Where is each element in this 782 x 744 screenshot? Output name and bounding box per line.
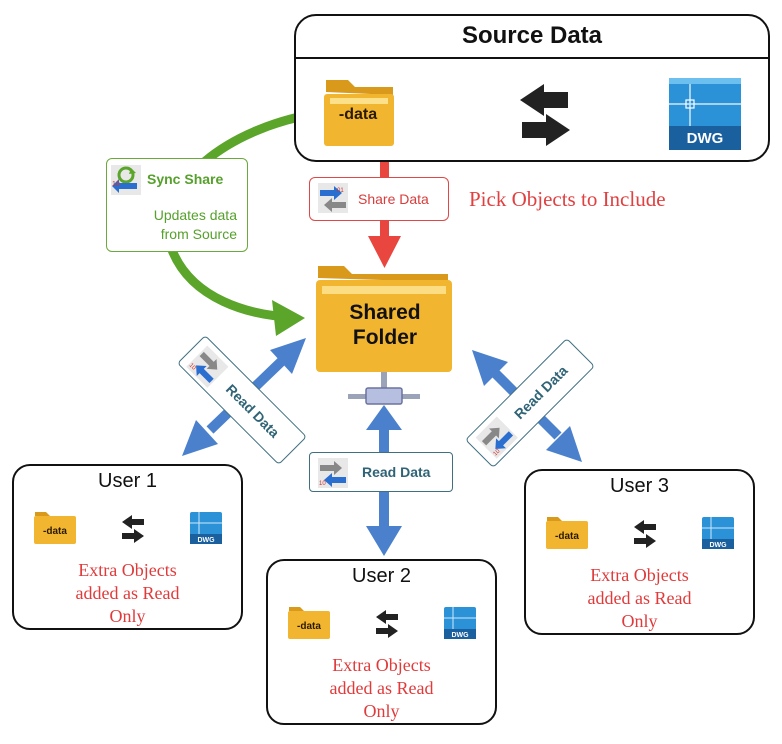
- shared-folder-label: Shared Folder: [349, 301, 421, 349]
- user-3-title: User 3: [610, 475, 669, 497]
- user-1-note: Extra Objects added as Read Only: [75, 560, 180, 626]
- share-data-label: Share Data: [358, 191, 429, 207]
- svg-text:10: 10: [493, 448, 502, 457]
- user-1-folder-icon: [34, 512, 76, 544]
- user-3-folder-label: -data: [555, 531, 579, 542]
- read-data-label-center: Read Data: [362, 464, 431, 480]
- sync-share-description: Updates data from Source: [153, 207, 237, 242]
- share-data-icon: 01: [318, 183, 348, 213]
- source-title-divider: [296, 57, 768, 59]
- user-3-folder-icon: [546, 517, 588, 549]
- user-1-box: User 1 -data DWG Extra Objects added as …: [12, 464, 243, 630]
- sync-share-icon: 10: [111, 165, 141, 195]
- user-3-note: Extra Objects added as Read Only: [587, 565, 692, 631]
- read-data-icon: 10: [318, 458, 348, 488]
- user-1-folder-label: -data: [43, 526, 67, 537]
- read-data-callout-right: 10 Read Data: [464, 337, 596, 469]
- user-2-title: User 2: [352, 565, 411, 587]
- user-3-icons: -data DWG: [546, 517, 734, 549]
- user-2-box: User 2 -data DWG Extra Objects added as …: [266, 559, 497, 725]
- user-1-icons: -data DWG: [34, 512, 222, 544]
- pick-objects-note: Pick Objects to Include: [469, 187, 666, 211]
- svg-text:10: 10: [188, 363, 197, 372]
- user-2-dwg-icon: [444, 607, 476, 639]
- user-3-box: User 3 -data DWG Extra Objects added as …: [524, 469, 755, 635]
- source-folder-text: -data: [338, 106, 378, 123]
- user-3-dwg-icon: [702, 517, 734, 549]
- sync-share-label: Sync Share: [147, 171, 224, 187]
- svg-text:10: 10: [112, 181, 120, 188]
- shared-folder-icon: [316, 266, 452, 372]
- svg-text:10: 10: [319, 481, 326, 487]
- user-1-sync-icon: [122, 515, 144, 543]
- user-2-sync-icon: [376, 610, 398, 638]
- user-2-folder-label: -data: [297, 621, 321, 632]
- user-3-sync-icon: [634, 520, 656, 548]
- user-2-folder-icon: [288, 607, 330, 639]
- read-data-icon: 10: [186, 345, 229, 388]
- source-dwg-text: DWG: [686, 130, 724, 147]
- source-data-title: Source Data: [461, 22, 603, 49]
- user-2-note: Extra Objects added as Read Only: [329, 655, 434, 721]
- network-connector: [348, 372, 420, 405]
- user-1-dwg-icon: [190, 512, 222, 544]
- user-1-title: User 1: [98, 470, 157, 492]
- sync-share-callout: 10 Sync Share Updates data from Source: [106, 158, 248, 252]
- user-2-dwg-label: DWG: [451, 632, 469, 639]
- svg-text:01: 01: [337, 188, 344, 194]
- user-1-dwg-label: DWG: [197, 537, 215, 544]
- share-data-callout: 01 Share Data: [309, 177, 449, 221]
- user-2-icons: -data DWG: [288, 607, 476, 639]
- user-3-dwg-label: DWG: [709, 542, 727, 549]
- read-data-callout-center: 10 Read Data: [309, 452, 453, 492]
- read-data-callout-left: 10 Read Data: [176, 334, 308, 466]
- read-data-icon: 10: [475, 416, 518, 459]
